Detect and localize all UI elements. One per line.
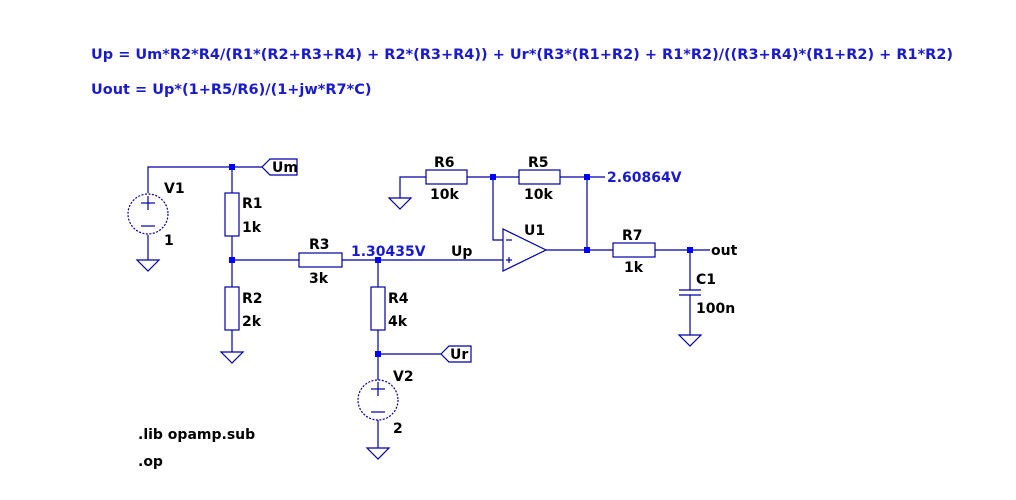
r6-value: 10k bbox=[430, 187, 459, 203]
net-flag-ur[interactable]: Ur bbox=[440, 345, 472, 363]
opamp-u1[interactable]: U1 bbox=[502, 223, 548, 272]
net-flag-ur-label: Ur bbox=[450, 347, 468, 363]
voltage-source-v1[interactable]: V1 1 bbox=[127, 181, 185, 249]
junction-dot bbox=[229, 257, 235, 263]
v1-value: 1 bbox=[164, 233, 174, 249]
junction-dot bbox=[229, 164, 235, 170]
r5-name: R5 bbox=[528, 155, 549, 171]
r3-value: 3k bbox=[309, 271, 329, 287]
ground-icon bbox=[677, 334, 703, 347]
r2-name: R2 bbox=[242, 291, 263, 307]
r4-name: R4 bbox=[388, 291, 409, 307]
junction-dot bbox=[584, 174, 590, 180]
junction-dot bbox=[584, 247, 590, 253]
resistor-r6[interactable]: R6 10k bbox=[425, 155, 468, 203]
resistor-icon bbox=[298, 252, 343, 268]
equation-up: Up = Um*R2*R4/(R1*(R2+R3+R4) + R2*(R3+R4… bbox=[91, 47, 953, 63]
junctions bbox=[229, 164, 693, 357]
resistor-icon bbox=[224, 192, 240, 237]
net-flag-um[interactable]: Um bbox=[261, 158, 298, 176]
ground-icon bbox=[135, 259, 161, 272]
resistor-r2[interactable]: R2 2k bbox=[224, 286, 263, 331]
r5-value: 10k bbox=[524, 187, 553, 203]
net-flag-icon bbox=[261, 158, 298, 176]
ground-icon bbox=[365, 447, 391, 460]
capacitor-c1[interactable]: C1 100n bbox=[679, 272, 735, 317]
voltage-opamp-out: 2.60864V bbox=[607, 170, 682, 186]
r6-name: R6 bbox=[434, 155, 455, 171]
r7-value: 1k bbox=[624, 260, 644, 276]
resistor-icon bbox=[612, 242, 656, 258]
resistor-icon bbox=[518, 169, 561, 185]
resistor-r4[interactable]: R4 4k bbox=[370, 286, 409, 331]
r4-value: 4k bbox=[388, 314, 408, 330]
resistor-r3[interactable]: R3 3k bbox=[298, 237, 343, 287]
wire bbox=[492, 177, 503, 241]
r3-name: R3 bbox=[309, 237, 330, 253]
wires bbox=[147, 166, 710, 448]
junction-dot bbox=[687, 247, 693, 253]
equation-uout: Uout = Up*(1+R5/R6)/(1+jw*R7*C) bbox=[91, 82, 371, 98]
ground-c1 bbox=[677, 334, 703, 347]
ground-r2 bbox=[219, 351, 245, 364]
u1-name: U1 bbox=[524, 223, 545, 239]
junction-dot bbox=[490, 174, 496, 180]
voltage-source-icon bbox=[127, 193, 169, 235]
resistor-icon bbox=[425, 169, 468, 185]
v1-name: V1 bbox=[164, 181, 185, 197]
v2-name: V2 bbox=[393, 369, 414, 385]
net-label-out[interactable]: out bbox=[711, 243, 738, 259]
junction-dot bbox=[375, 351, 381, 357]
r1-value: 1k bbox=[242, 220, 262, 236]
ground-r6 bbox=[387, 197, 413, 210]
resistor-r5[interactable]: R5 10k bbox=[518, 155, 561, 203]
wire bbox=[399, 176, 426, 198]
directive-lib[interactable]: .lib opamp.sub bbox=[138, 427, 255, 443]
voltage-source-icon bbox=[357, 379, 399, 421]
ground-v2 bbox=[365, 447, 391, 460]
junction-dot bbox=[375, 257, 381, 263]
net-flag-um-label: Um bbox=[272, 160, 298, 176]
ground-icon bbox=[387, 197, 413, 210]
ground-icon bbox=[219, 351, 245, 364]
opamp-icon bbox=[502, 228, 548, 272]
v2-value: 2 bbox=[393, 421, 403, 437]
c1-value: 100n bbox=[696, 301, 735, 317]
r1-name: R1 bbox=[242, 196, 263, 212]
r7-name: R7 bbox=[622, 228, 643, 244]
directive-op[interactable]: .op bbox=[138, 454, 163, 470]
c1-name: C1 bbox=[696, 272, 716, 288]
wire bbox=[147, 166, 232, 193]
resistor-r7[interactable]: R7 1k bbox=[612, 228, 656, 276]
resistor-icon bbox=[370, 286, 386, 331]
ground-v1 bbox=[135, 259, 161, 272]
voltage-source-v2[interactable]: V2 2 bbox=[357, 369, 414, 437]
voltage-up-node: 1.30435V bbox=[351, 244, 426, 260]
net-flag-icon bbox=[440, 345, 472, 363]
r2-value: 2k bbox=[242, 314, 262, 330]
net-label-up[interactable]: Up bbox=[451, 244, 472, 260]
resistor-r1[interactable]: R1 1k bbox=[224, 192, 263, 237]
resistor-icon bbox=[224, 286, 240, 331]
